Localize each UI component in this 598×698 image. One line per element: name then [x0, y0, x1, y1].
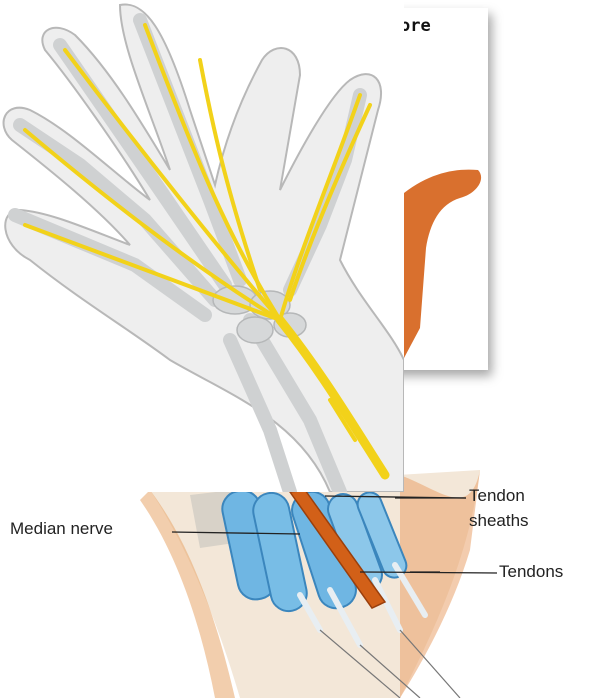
label-tendons: Tendons — [499, 562, 563, 582]
label-tendon-sheaths-line1: Tendon — [469, 486, 525, 506]
forearm-edge — [400, 470, 480, 698]
background-card-title: ore — [400, 16, 431, 36]
label-tendon-sheaths-line2: sheaths — [469, 511, 529, 531]
hand-nerve-illustration — [0, 0, 404, 492]
label-median-nerve: Median nerve — [10, 519, 113, 539]
hand-silhouette-fragment — [404, 170, 481, 358]
